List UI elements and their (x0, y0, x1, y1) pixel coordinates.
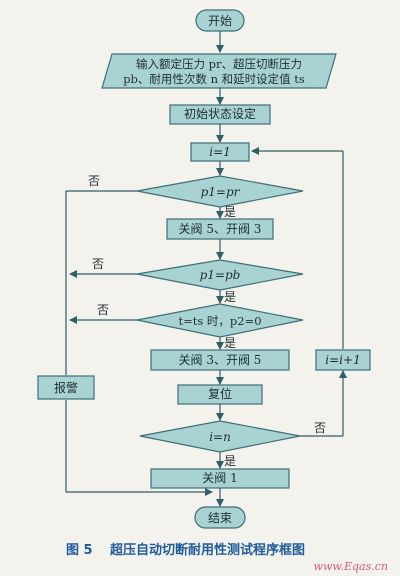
close1-node (150, 468, 290, 489)
decision3-node (136, 303, 304, 338)
close5-open3-label: 关阀 5、开阀 3 (179, 222, 262, 236)
increment-label: i=i+1 (325, 353, 360, 367)
no-label-1: 否 (88, 174, 100, 188)
reset-node (177, 384, 263, 405)
alarm-node (37, 375, 95, 400)
close1-label: 关阀 1 (202, 471, 237, 485)
increment-node (315, 349, 371, 371)
reset-label: 复位 (208, 386, 232, 401)
decision2-node (136, 259, 304, 291)
set-i-node (190, 142, 250, 162)
no-label-3: 否 (97, 303, 109, 317)
decision4-node (139, 420, 301, 453)
close3-open5-label: 关阀 3、开阀 5 (179, 353, 262, 367)
yes-label-1: 是 (224, 205, 236, 219)
decision3-label: t=ts 时，p2=0 (178, 314, 261, 328)
end-node (194, 506, 246, 529)
watermark: www.Eqas.cn (314, 560, 388, 573)
init-label: 初始状态设定 (184, 106, 256, 121)
input-label-line1: 输入额定压力 pr、超压切断压力 (136, 57, 302, 71)
decision2-label: p1=pb (200, 268, 241, 282)
yes-label-3: 是 (224, 336, 236, 350)
caption-figure-number: 图 5 (66, 543, 93, 558)
yes-label-2: 是 (224, 290, 236, 304)
set-i-label: i=1 (209, 145, 231, 159)
init-node (169, 104, 271, 125)
start-node (195, 9, 245, 32)
close3-open5-node (150, 349, 290, 371)
yes-label-4: 是 (224, 454, 236, 468)
decision1-node (136, 175, 304, 208)
close5-open3-node (166, 218, 274, 240)
flowchart-nodes (37, 9, 371, 529)
caption-title: 超压自动切断耐用性测试程序框图 (110, 542, 305, 558)
input-node (101, 53, 337, 89)
end-label: 结束 (208, 511, 232, 525)
decision4-label: i=n (209, 430, 231, 444)
alarm-label: 报警 (54, 380, 78, 395)
input-label-line2: pb、耐用性次数 n 和延时设定值 ts (123, 72, 305, 86)
connector-lines (65, 31, 347, 507)
decision1-label: p1=pr (201, 185, 241, 199)
start-label: 开始 (208, 14, 232, 28)
no-label-2: 否 (92, 257, 104, 271)
no-label-4: 否 (314, 421, 326, 435)
